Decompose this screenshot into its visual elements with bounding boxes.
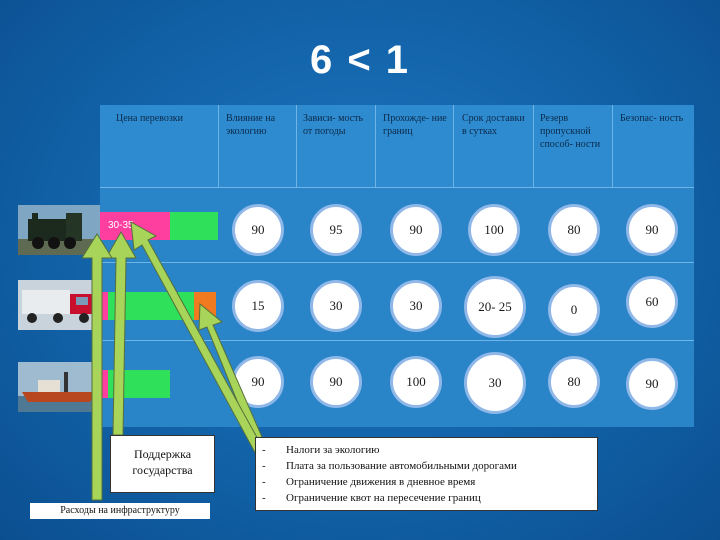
infrastructure-arrow — [81, 233, 113, 501]
factor-item: Налоги за экологию — [286, 444, 380, 456]
value-circle: 30 — [464, 352, 526, 414]
header-price: Цена перевозки — [116, 113, 183, 124]
value-circle: 30 — [310, 280, 362, 332]
price-bar-pink — [100, 370, 108, 398]
value-circle: 100 — [390, 356, 442, 408]
value-circle: 90 — [626, 204, 678, 256]
value-circle: 100 — [468, 204, 520, 256]
price-bar-pink — [100, 292, 108, 320]
price-bar-green — [170, 212, 218, 240]
value-circle: 20- 25 — [464, 276, 526, 338]
ship-image — [18, 362, 100, 412]
header-safety: Безопас- ность — [620, 113, 684, 124]
infrastructure-caption: Расходы на инфраструктуру — [30, 503, 210, 519]
value-circle: 90 — [310, 356, 362, 408]
value-circle: 80 — [548, 204, 600, 256]
value-circle: 90 — [390, 204, 442, 256]
factor-item: Ограничение квот на пересечение границ — [286, 492, 481, 504]
table-header-row — [100, 105, 694, 187]
value-circle: 80 — [548, 356, 600, 408]
value-circle: 90 — [232, 204, 284, 256]
factor-item: Ограничение движения в дневное время — [286, 476, 476, 488]
price-label: 30-35 — [108, 220, 134, 231]
value-circle: 60 — [626, 276, 678, 328]
train-image — [18, 205, 100, 255]
regulation-factors-box: - Налоги за экологию - Плата за пользова… — [255, 437, 598, 511]
value-circle: 30 — [390, 280, 442, 332]
government-support-box: Поддержка государства — [110, 435, 215, 493]
header-ecology: Влияние на экологию — [226, 113, 276, 137]
header-delivery-time: Срок доставки в сутках — [462, 113, 525, 137]
value-circle: 90 — [626, 358, 678, 410]
factor-item: Плата за пользование автомобильными доро… — [286, 460, 517, 472]
value-circle: 15 — [232, 280, 284, 332]
factors-arrow — [198, 302, 263, 441]
value-circle: 0 — [548, 284, 600, 336]
truck-image — [18, 280, 100, 330]
support-arrow — [105, 230, 137, 436]
factors-arrow — [130, 221, 266, 459]
slide-title: 6 < 1 — [309, 38, 411, 82]
header-borders: Прохожде- ние границ — [383, 113, 447, 137]
value-circle: 95 — [310, 204, 362, 256]
header-weather: Зависи- мость от погоды — [303, 113, 364, 137]
header-capacity: Резерв пропускной способ- ности — [540, 113, 601, 150]
